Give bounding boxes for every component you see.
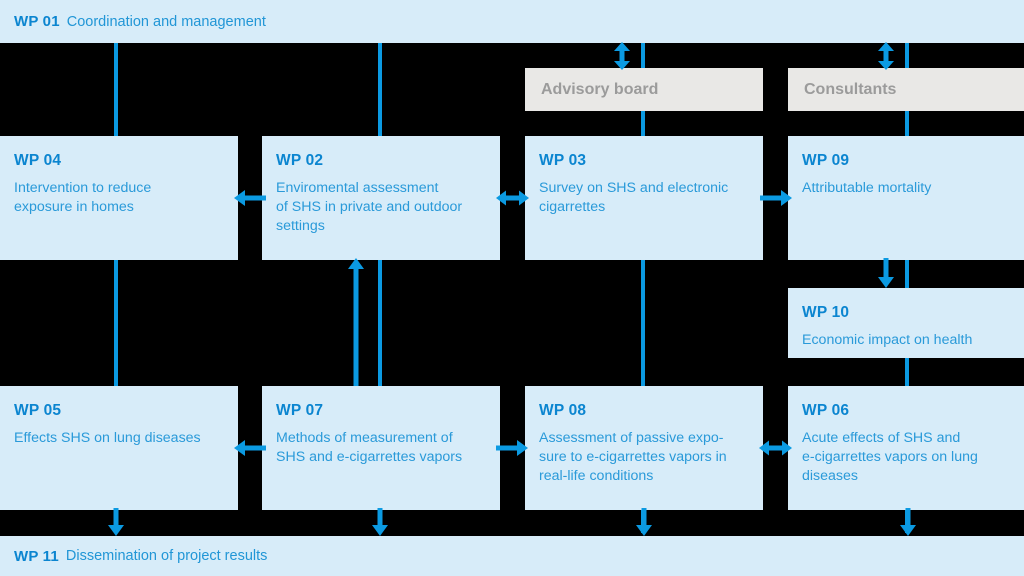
arrow-up-down-icon-advisory [612, 42, 632, 70]
wp06-code: WP 06 [802, 402, 850, 419]
card-wp07[interactable]: WP 07 Methods of measurement of SHS and … [262, 386, 500, 510]
wp07-code: WP 07 [276, 402, 324, 419]
wp02-desc: Enviromental assessment of SHS in privat… [276, 180, 463, 234]
wp01-desc: Coordination and management [66, 13, 266, 30]
wp09-code: WP 09 [802, 152, 850, 169]
wp05-desc: Effects SHS on lung diseases [14, 430, 201, 446]
wp08-code: WP 08 [539, 402, 587, 419]
arrow-left-right-icon-wp02-wp03 [496, 188, 529, 208]
advisory-board-label: Advisory board [541, 80, 659, 98]
wp09-desc: Attributable mortality [802, 180, 932, 196]
card-wp05[interactable]: WP 05 Effects SHS on lung diseases [0, 386, 238, 510]
consultants-box[interactable]: Consultants [788, 68, 1024, 111]
wp06-desc: Acute effects of SHS and e-cigarrettes v… [802, 430, 978, 484]
consultants-label: Consultants [804, 80, 897, 98]
arrow-up-icon-wp07-to-wp02 [346, 258, 366, 386]
arrow-left-right-icon-wp08-wp06 [759, 438, 792, 458]
card-wp03[interactable]: WP 03 Survey on SHS and electronic cigar… [525, 136, 763, 260]
wp11-code: WP 11 [14, 547, 59, 565]
arrow-down-icon-to-wp11-c [634, 508, 654, 536]
arrow-up-down-icon-consultants [876, 42, 896, 70]
card-wp06[interactable]: WP 06 Acute effects of SHS and e-cigarre… [788, 386, 1024, 510]
card-wp10[interactable]: WP 10 Economic impact on health [788, 288, 1024, 358]
arrow-left-icon-wp07-to-wp05 [234, 438, 266, 458]
advisory-board-box[interactable]: Advisory board [525, 68, 763, 111]
arrow-down-icon-to-wp11-b [370, 508, 390, 536]
wp02-code: WP 02 [276, 152, 324, 169]
card-wp09[interactable]: WP 09 Attributable mortality [788, 136, 1024, 260]
wp03-desc: Survey on SHS and electronic cigarrettes [539, 180, 729, 215]
arrow-down-icon-to-wp11-a [106, 508, 126, 536]
trunk-line-col2 [378, 43, 382, 533]
wp03-code: WP 03 [539, 152, 587, 169]
trunk-line-col3 [641, 43, 645, 533]
trunk-line-col1 [114, 43, 118, 533]
wp05-code: WP 05 [14, 402, 62, 419]
wp10-desc: Economic impact on health [802, 332, 973, 348]
card-wp08[interactable]: WP 08 Assessment of passive expo- sure t… [525, 386, 763, 510]
arrow-down-icon-to-wp11-d [898, 508, 918, 536]
wp04-desc: Intervention to reduce exposure in homes [14, 180, 152, 215]
wp01-header-bar[interactable]: WP 01 Coordination and management [0, 0, 1024, 43]
wp11-desc: Dissemination of project results [65, 548, 268, 564]
wp10-code: WP 10 [802, 304, 850, 321]
arrow-right-icon-wp03-to-wp09 [760, 188, 792, 208]
wp07-desc: Methods of measurement of SHS and e-ciga… [276, 430, 463, 465]
arrow-right-icon-wp07-to-wp08 [496, 438, 528, 458]
card-wp04[interactable]: WP 04 Intervention to reduce exposure in… [0, 136, 238, 260]
wp11-footer-bar[interactable]: WP 11 Dissemination of project results [0, 536, 1024, 576]
wp08-desc: Assessment of passive expo- sure to e-ci… [539, 430, 727, 484]
card-wp02[interactable]: WP 02 Enviromental assessment of SHS in … [262, 136, 500, 260]
wp04-code: WP 04 [14, 152, 62, 169]
wp01-code: WP 01 [14, 13, 60, 30]
arrow-down-icon-wp09-to-wp10 [876, 258, 896, 288]
arrow-left-icon-wp02-to-wp04 [234, 188, 266, 208]
